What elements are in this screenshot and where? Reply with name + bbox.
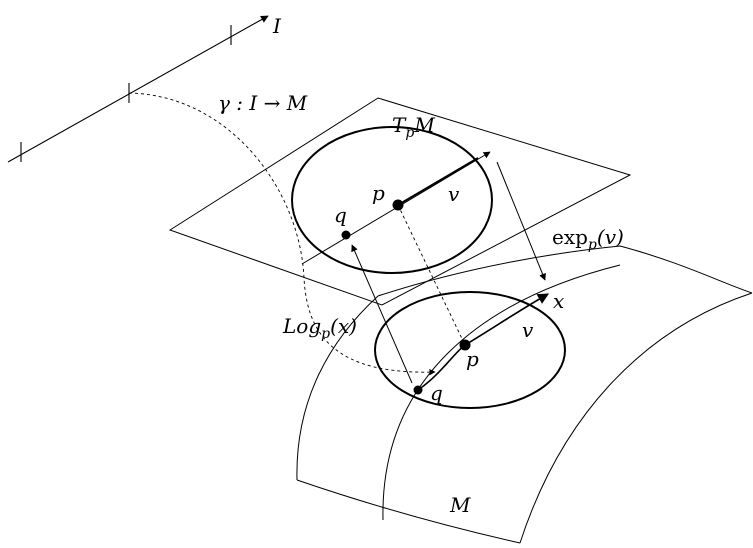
interval-axis [7, 15, 269, 163]
manifold-surface [296, 245, 753, 544]
manifold-point-q [413, 385, 423, 395]
manifold-bottom-edge [296, 479, 521, 544]
manifold-left-edge [296, 295, 379, 481]
curve-label: γ : I → M [218, 91, 308, 115]
gamma-curve [128, 92, 436, 376]
tangent-p-label: p [372, 181, 385, 205]
manifold-geodesic [382, 264, 621, 521]
manifold-vector-v [417, 293, 549, 391]
interval-line [7, 15, 269, 163]
tangent-ellipse [291, 126, 493, 274]
manifold-right-edge [519, 292, 753, 544]
manifold-ellipse [374, 291, 566, 409]
tangent-plane [168, 97, 632, 306]
manifold-v-label: v [522, 318, 534, 342]
tangent-space-label: TpM [392, 113, 435, 141]
manifold-label: M [449, 493, 471, 517]
tangent-vector-v [397, 157, 479, 206]
point-x-label: x [553, 289, 564, 313]
interval-label: I [272, 14, 282, 38]
manifold-top-edge [377, 245, 753, 297]
manifold-p-label: p [466, 347, 479, 371]
exp-map-label: expp(v) [552, 225, 624, 253]
tangent-q-label: q [334, 203, 347, 227]
log-map-label: Logp(x) [282, 314, 357, 342]
log-map-arrow [351, 244, 413, 384]
projection-dashed [397, 204, 466, 346]
manifold-point-p [459, 339, 471, 351]
manifold-q-label: q [430, 381, 443, 405]
tangent-point-q [341, 230, 351, 240]
tangent-v-label: v [448, 182, 460, 206]
exp-map-arrow [496, 161, 546, 281]
